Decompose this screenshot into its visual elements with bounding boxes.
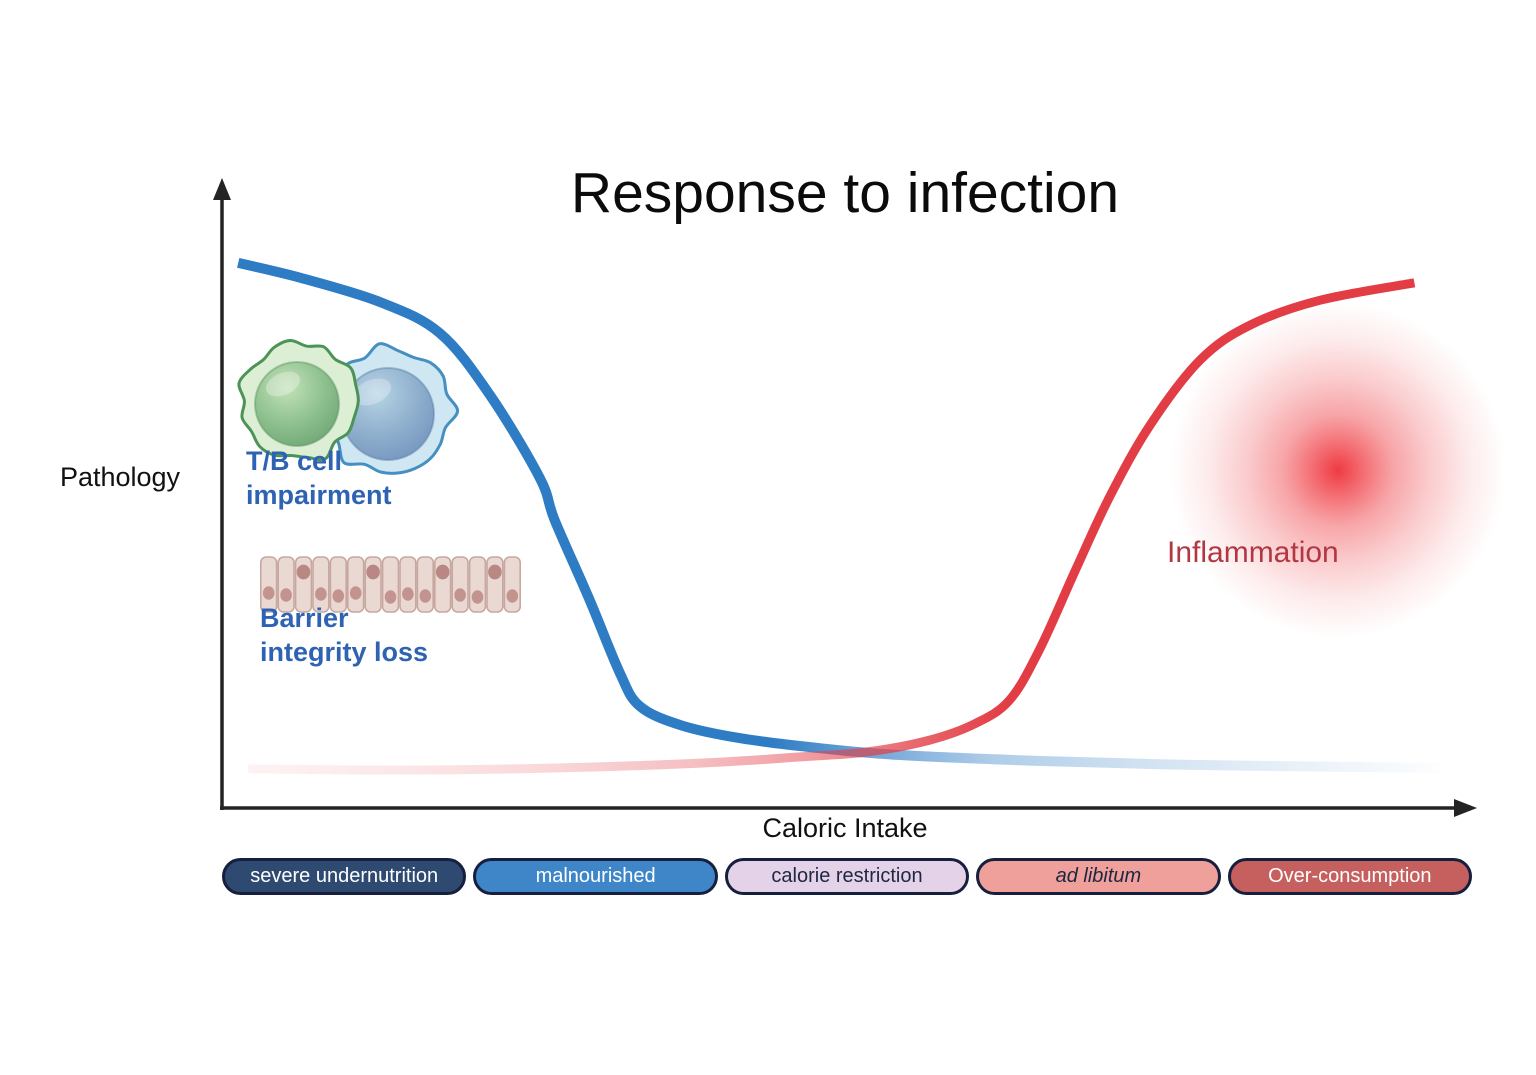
annotation-inflammation: Inflammation bbox=[1167, 536, 1339, 569]
barrier-cell bbox=[312, 556, 330, 613]
barrier-cell bbox=[433, 556, 452, 613]
inflammation-glow bbox=[1170, 302, 1506, 638]
y-axis-arrow-icon bbox=[213, 178, 231, 200]
annotation-tb-impairment: T/B cell impairment bbox=[246, 444, 392, 512]
band-over-consumption: Over-consumption bbox=[1227, 858, 1473, 895]
barrier-cell bbox=[503, 556, 521, 613]
barrier-cell bbox=[259, 556, 278, 613]
x-axis-label: Caloric Intake bbox=[762, 813, 928, 843]
barrier-cell bbox=[346, 556, 365, 613]
barrier-cell bbox=[277, 556, 295, 613]
tb-cells-illustration bbox=[237, 339, 460, 475]
x-axis-arrow-icon bbox=[1454, 799, 1477, 817]
annotation-barrier-line2: integrity loss bbox=[260, 637, 429, 667]
chart-title: Response to infection bbox=[570, 161, 1120, 225]
barrier-cell bbox=[416, 556, 434, 613]
barrier-cell bbox=[451, 556, 469, 613]
band-ad-libitum: ad libitum bbox=[976, 858, 1221, 895]
immune-impairment-curve bbox=[237, 258, 1441, 774]
inflammation-curve bbox=[248, 278, 1416, 775]
annotation-tb-line1: T/B cell bbox=[246, 446, 343, 476]
band-calorie-restriction: calorie restriction bbox=[724, 858, 970, 895]
barrier-cell bbox=[468, 556, 487, 613]
barrier-cell bbox=[329, 556, 347, 613]
barrier-cells-illustration bbox=[259, 556, 521, 613]
lymphocyte-green-icon bbox=[237, 339, 360, 462]
lymphocyte-blue-icon bbox=[323, 342, 460, 475]
annotation-barrier-line1: Barrier bbox=[260, 603, 349, 633]
band-malnourished: malnourished bbox=[473, 858, 718, 895]
annotation-tb-line2: impairment bbox=[246, 480, 392, 510]
band-severe-undernutrition: severe undernutrition bbox=[222, 858, 467, 895]
barrier-cell bbox=[486, 556, 504, 613]
annotation-barrier-loss: Barrier integrity loss bbox=[260, 601, 428, 669]
y-axis-label: Pathology bbox=[59, 462, 181, 492]
barrier-cell bbox=[364, 556, 382, 613]
axes bbox=[213, 178, 1477, 817]
barrier-cell bbox=[381, 556, 400, 613]
barrier-cell bbox=[294, 556, 313, 613]
barrier-cell bbox=[399, 556, 417, 613]
